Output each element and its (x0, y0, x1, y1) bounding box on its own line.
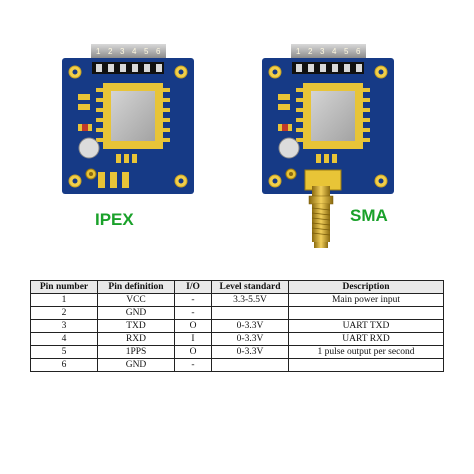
table-row: 3 TXD O 0-3.3V UART TXD (30, 319, 444, 333)
variant-label-ipex: IPEX (95, 210, 134, 229)
table-cell: I (174, 332, 212, 346)
gps-module (296, 83, 370, 149)
pin-number-label: 1 (96, 47, 101, 56)
pin-number-label: 2 (308, 47, 313, 56)
table-row: 2 GND - (30, 306, 444, 320)
table-cell: 6 (30, 358, 98, 372)
pin-number-labels: 1 2 3 4 5 6 (96, 47, 161, 56)
table-cell: VCC (97, 293, 175, 307)
pin-definition-table: Pin number Pin definition I/O Level stan… (30, 280, 444, 372)
table-cell: - (174, 306, 212, 320)
table-cell: 1 pulse output per second (288, 345, 444, 359)
table-cell (211, 358, 289, 372)
table-row: 6 GND - (30, 358, 444, 372)
table-cell: 0-3.3V (211, 345, 289, 359)
table-cell: 3 (30, 319, 98, 333)
pin-number-label: 4 (132, 47, 137, 56)
pin-number-label: 5 (144, 47, 149, 56)
table-row: 4 RXD I 0-3.3V UART RXD (30, 332, 444, 346)
table-cell: 2 (30, 306, 98, 320)
pin-number-label: 1 (296, 47, 301, 56)
column-header: Description (288, 280, 444, 294)
table-header-row: Pin number Pin definition I/O Level stan… (30, 280, 444, 294)
pin-number-label: 4 (332, 47, 337, 56)
table-cell: 1 (30, 293, 98, 307)
table-cell: GND (97, 306, 175, 320)
table-cell: Main power input (288, 293, 444, 307)
column-header: I/O (174, 280, 212, 294)
pin-number-label: 5 (344, 47, 349, 56)
pin-number-label: 3 (320, 47, 325, 56)
column-header: Level standard (211, 280, 289, 294)
sma-connector (304, 169, 342, 248)
variant-label-sma: SMA (350, 206, 388, 225)
table-row: 5 1PPS O 0-3.3V 1 pulse output per secon… (30, 345, 444, 359)
table-cell (211, 306, 289, 320)
table-cell: 1PPS (97, 345, 175, 359)
gps-board-sma: 1 2 3 4 5 6 (262, 44, 394, 248)
table-cell (288, 306, 444, 320)
table-cell: 0-3.3V (211, 319, 289, 333)
table-cell: O (174, 345, 212, 359)
pin-number-labels: 1 2 3 4 5 6 (296, 47, 361, 56)
column-header: Pin definition (97, 280, 175, 294)
backup-battery (278, 137, 300, 159)
table-cell: - (174, 293, 212, 307)
gps-board-ipex: 1 2 3 4 5 6 (62, 44, 194, 194)
gps-module (96, 83, 170, 149)
table-cell: UART RXD (288, 332, 444, 346)
backup-battery (78, 137, 100, 159)
pin-number-label: 3 (120, 47, 125, 56)
table-cell: 3.3-5.5V (211, 293, 289, 307)
table-cell: 4 (30, 332, 98, 346)
pin-header (291, 44, 366, 58)
pin-number-label: 6 (156, 47, 161, 56)
table-cell: O (174, 319, 212, 333)
table-cell: 0-3.3V (211, 332, 289, 346)
table-cell: TXD (97, 319, 175, 333)
table-cell: GND (97, 358, 175, 372)
table-row: 1 VCC - 3.3-5.5V Main power input (30, 293, 444, 307)
pin-number-label: 6 (356, 47, 361, 56)
column-header: Pin number (30, 280, 98, 294)
table-cell: 5 (30, 345, 98, 359)
table-cell: - (174, 358, 212, 372)
table-cell: UART TXD (288, 319, 444, 333)
pin-header (91, 44, 166, 58)
pin-number-label: 2 (108, 47, 113, 56)
table-cell (288, 358, 444, 372)
table-cell: RXD (97, 332, 175, 346)
